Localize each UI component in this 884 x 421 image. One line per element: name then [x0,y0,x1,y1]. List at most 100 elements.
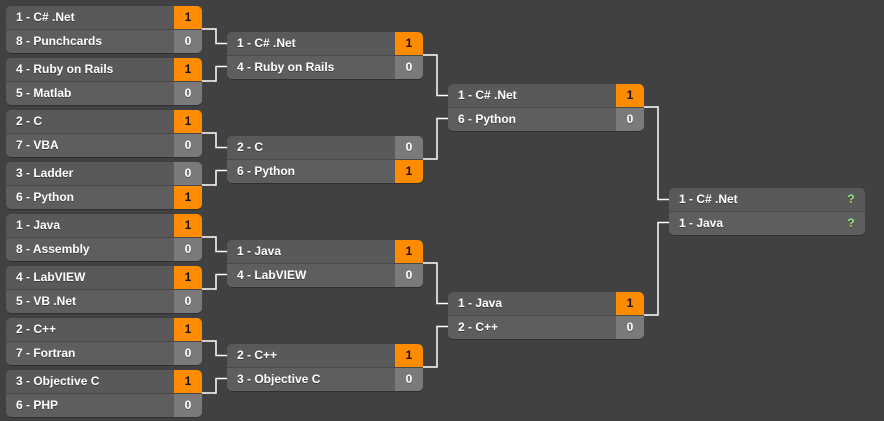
team-name: 1 - Java [458,296,503,310]
team-name: 5 - VB .Net [16,294,77,308]
team-name: 1 - C# .Net [458,88,517,102]
team-row[interactable]: 3 - Objective C 0 [227,367,423,391]
match-r1-m7: 2 - C++1 7 - Fortran 0 [6,318,202,365]
team-row[interactable]: 6 - PHP 0 [6,393,202,417]
loser-score: 0 [395,368,423,391]
loser-score: 0 [174,162,202,185]
team-name: 8 - Assembly [16,242,90,256]
connector-line [202,132,227,149]
winner-score: 1 [174,266,202,289]
winner-score: 1 [174,6,202,29]
team-name: 1 - Java [16,218,61,232]
team-name: 2 - C++ [16,322,57,336]
match-r2-m4: 2 - C++ 1 3 - Objective C 0 [227,344,423,391]
connector-line [423,54,448,97]
team-row[interactable]: 4 - LabVIEW 0 [227,263,423,287]
team-row[interactable]: 4 - LabVIEW 1 [6,266,202,289]
team-name: 7 - Fortran [16,346,76,360]
connector-line [202,340,227,357]
connector-line [202,273,227,290]
team-name: 3 - Ladder [16,166,74,180]
connector-line [202,28,227,45]
team-name: 3 - Objective C [237,372,321,386]
loser-score: 0 [174,290,202,313]
connector-line [423,325,448,368]
winner-score: 1 [616,84,644,107]
winner-score: 1 [174,58,202,81]
team-row[interactable]: 2 - C++ 1 [227,344,423,367]
match-r1-m8: 3 - Objective C 1 6 - PHP 0 [6,370,202,417]
winner-score: 1 [395,344,423,367]
team-row[interactable]: 3 - Ladder 0 [6,162,202,185]
team-row[interactable]: 1 - Java 1 [448,292,644,315]
loser-score: 0 [395,264,423,287]
team-row[interactable]: 2 - C++1 [6,318,202,341]
team-name: 4 - LabVIEW [16,270,86,284]
team-row[interactable]: 3 - Objective C 1 [6,370,202,393]
team-row[interactable]: 2 - C++0 [448,315,644,339]
winner-score: 1 [395,160,423,183]
loser-score: 0 [174,342,202,365]
loser-score: 0 [174,238,202,261]
team-row[interactable]: 1 - C# .Net 1 [448,84,644,107]
team-name: 4 - LabVIEW [237,268,307,282]
connector-line [423,262,448,305]
team-name: 2 - C [237,140,264,154]
loser-score: 0 [174,394,202,417]
team-row[interactable]: 6 - Python 1 [6,185,202,209]
team-name: 1 - C# .Net [237,36,296,50]
connector-line [202,169,227,186]
winner-score: 1 [174,370,202,393]
team-name: 6 - Python [458,112,517,126]
winner-score: 1 [174,214,202,237]
team-row[interactable]: 1 - Java? [669,211,865,235]
connector-line [644,106,669,201]
team-name: 2 - C++ [237,348,278,362]
team-name: 8 - Punchcards [16,34,103,48]
team-name: 2 - C++ [458,320,499,334]
team-name: 4 - Ruby on Rails [16,62,114,76]
team-row[interactable]: 4 - Ruby on Rails 1 [6,58,202,81]
team-name: 7 - VBA [16,138,59,152]
team-row[interactable]: 2 - C 0 [227,136,423,159]
team-name: 6 - Python [16,190,75,204]
connector-line [423,117,448,160]
team-name: 3 - Objective C [16,374,100,388]
winner-score: 1 [174,110,202,133]
team-name: 4 - Ruby on Rails [237,60,335,74]
match-r4-m1: 1 - C# .Net?1 - Java? [669,188,865,235]
team-row[interactable]: 1 - C# .Net? [669,188,865,211]
winner-score: 1 [174,186,202,209]
pending-score: ? [847,192,855,206]
team-name: 1 - Java [679,216,724,230]
team-row[interactable]: 7 - Fortran 0 [6,341,202,365]
team-row[interactable]: 5 - VB .Net 0 [6,289,202,313]
team-row[interactable]: 1 - Java 1 [6,214,202,237]
team-name: 6 - Python [237,164,296,178]
team-row[interactable]: 8 - Assembly 0 [6,237,202,261]
match-r1-m4: 3 - Ladder 0 6 - Python 1 [6,162,202,209]
team-name: 1 - Java [237,244,282,258]
team-name: 6 - PHP [16,398,59,412]
winner-score: 1 [616,292,644,315]
team-row[interactable]: 6 - Python 1 [227,159,423,183]
loser-score: 0 [395,136,423,159]
team-name: 1 - C# .Net [679,192,738,206]
connector-line [202,377,227,394]
match-r2-m2: 2 - C 0 6 - Python 1 [227,136,423,183]
